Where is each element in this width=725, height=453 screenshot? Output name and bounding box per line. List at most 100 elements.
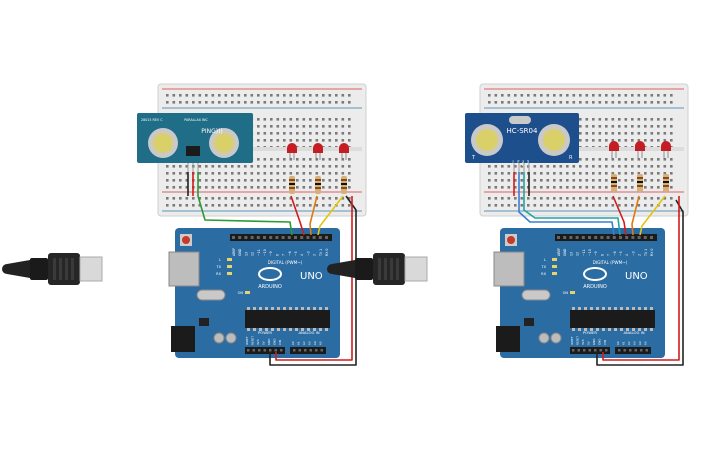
breadboard-hole [270,179,273,182]
chip-pin [578,328,581,331]
breadboard-hole [231,172,234,175]
breadboard-hole [309,165,312,168]
breadboard-hole [637,139,641,142]
breadboard-hole [283,139,286,142]
resistor-band [637,181,643,183]
breadboard-hole [650,165,654,168]
breadboard-hole [631,139,634,142]
usb-connector-body [373,253,405,285]
chip-pin [301,328,304,331]
breadboard-hole [605,204,608,207]
header-pin [263,236,266,239]
breadboard-hole [263,125,267,128]
breadboard-hole [657,132,660,135]
breadboard-hole [205,172,208,175]
status-led-label: L [219,258,221,262]
breadboard-hole [335,197,338,200]
breadboard-hole [657,172,660,175]
breadboard-hole [631,158,634,161]
breadboard-hole [494,186,498,189]
capacitor [550,332,562,344]
digital-pin-label: ~10 [263,249,267,256]
breadboard-hole [553,197,556,200]
breadboard-hole [579,197,582,200]
header-pin [252,349,255,352]
breadboard-hole [172,101,176,104]
breadboard-hole [637,125,641,128]
header-pin [238,236,242,239]
capacitor [225,332,237,344]
breadboard-hole [296,158,299,161]
led-body [661,146,671,151]
hcsr04-crystal [509,116,531,124]
breadboard-hole [598,139,602,142]
header-pin [577,349,580,352]
breadboard-hole [618,172,621,175]
chip-pin [307,328,310,331]
breadboard-hole [237,179,241,182]
breadboard-hole [322,172,325,175]
breadboard-hole [592,132,595,135]
breadboard-trench [484,147,684,151]
breadboard-hole [670,172,673,175]
breadboard-hole [488,179,491,182]
breadboard-hole [192,204,195,207]
breadboard-hole [644,158,647,161]
breadboard-hole [507,179,511,182]
breadboard-hole [250,204,254,207]
breadboard-hole [572,186,576,189]
breadboard-hole [348,179,351,182]
breadboard-hole [237,165,241,168]
breadboard-hole [328,101,332,104]
breadboard-hole [611,172,615,175]
breadboard-hole [328,94,332,97]
breadboard-hole [637,118,641,121]
breadboard-hole [527,165,530,168]
breadboard-hole [250,172,254,175]
header-pin [294,236,297,239]
header-pin [300,236,304,239]
ping-chip [186,146,200,156]
breadboard-hole [540,165,543,168]
chip-pin [608,307,611,310]
breadboard-hole [605,197,608,200]
header-pin [594,349,597,352]
breadboard-hole [179,165,182,168]
breadboard-hole [507,172,511,175]
breadboard-hole [657,118,660,121]
breadboard-hole [348,139,351,142]
ping-transducer-mesh [153,133,173,153]
usb-grip [378,258,381,280]
analog-label: ANALOG IN [623,330,644,335]
chip-pin [620,307,623,310]
breadboard-hole [670,101,673,104]
usb-metal [79,256,103,282]
usb-grip [65,258,68,280]
header-pin [306,236,310,239]
breadboard-hole [650,101,654,104]
breadboard-hole [618,197,621,200]
resistor-band [611,177,617,179]
breadboard-hole [624,101,628,104]
breadboard-hole [605,179,608,182]
breadboard-hole [341,158,345,161]
breadboard-hole [283,165,286,168]
breadboard-hole [605,118,608,121]
chip-pin [596,328,599,331]
chip-pin [271,328,274,331]
breadboard-hole [598,94,602,97]
chip-pin [277,328,280,331]
digital-pin-label: ~11 [257,249,261,256]
status-led-label: RX [541,272,546,276]
breadboard-hole [192,94,195,97]
breadboard-hole [205,204,208,207]
breadboard-hole [631,94,634,97]
breadboard-hole [670,132,673,135]
breadboard-hole [605,172,608,175]
breadboard-hole [224,94,228,97]
breadboard-hole [237,172,241,175]
reset-button [182,236,190,244]
breadboard-hole [237,186,241,189]
digital-pin-label: AREF [557,248,561,256]
